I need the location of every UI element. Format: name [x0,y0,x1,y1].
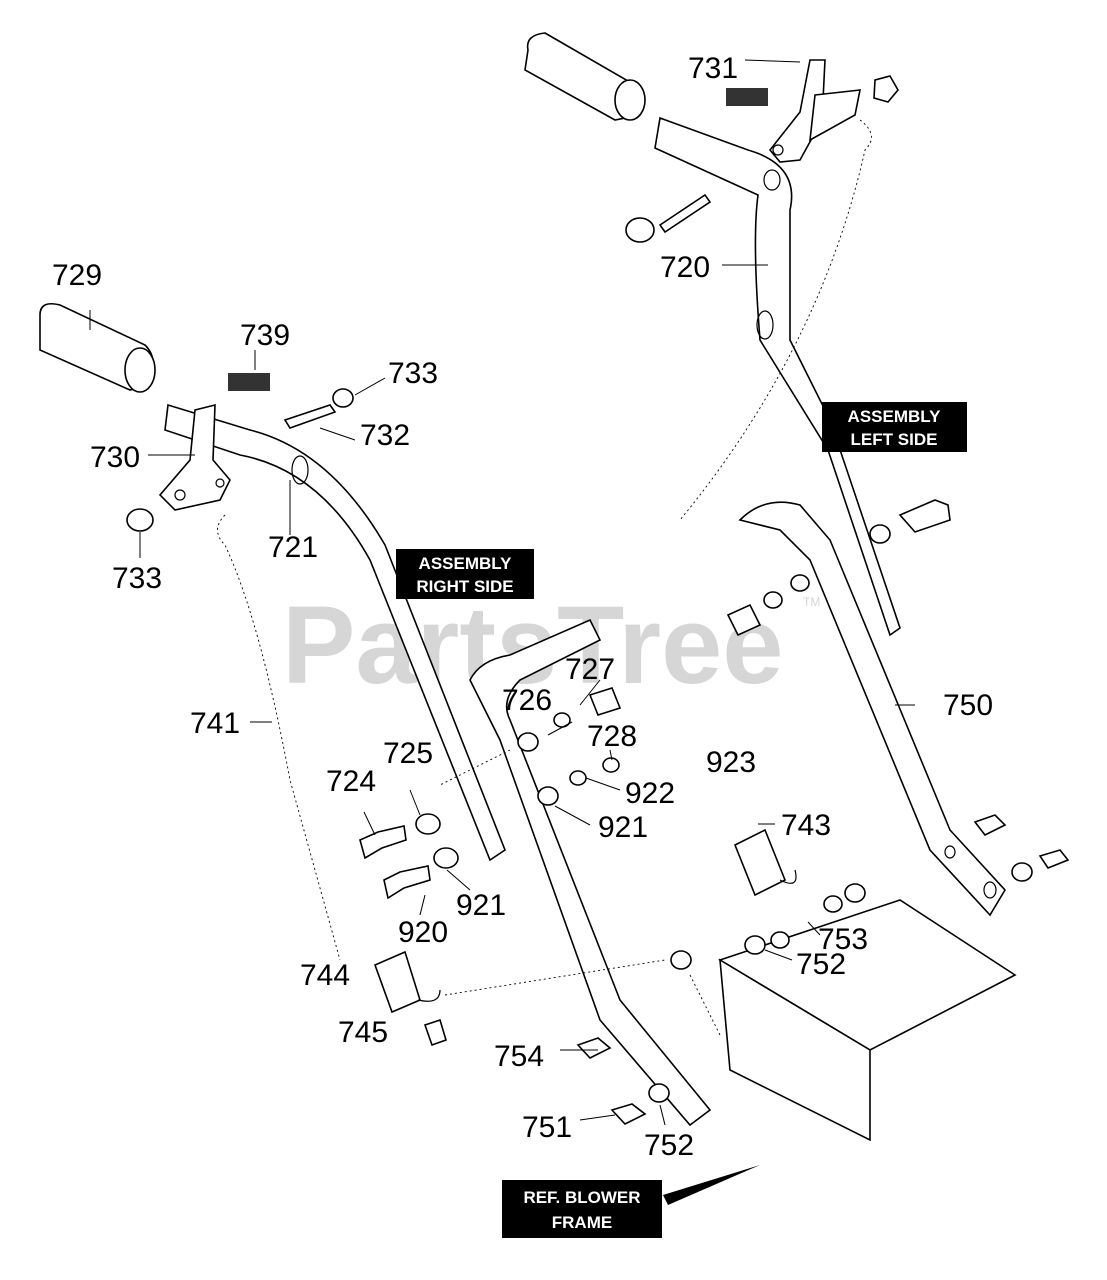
grip-729 [39,302,156,393]
svg-text:REF. BLOWER: REF. BLOWER [523,1188,640,1207]
callout-assembly-left-side: ASSEMBLY LEFT SIDE [822,402,967,452]
part-label-921-left: 921 [456,889,506,922]
svg-text:LEFT SIDE: LEFT SIDE [851,430,938,449]
bolt-733-top [625,75,899,243]
part-label-751: 751 [522,1111,572,1144]
part-label-732: 732 [360,419,410,452]
svg-text:RIGHT SIDE: RIGHT SIDE [416,577,513,596]
part-label-745: 745 [338,1016,388,1049]
part-label-744: 744 [300,959,350,992]
part-label-730: 730 [90,441,140,474]
spring-mid [726,603,762,637]
part-label-720: 720 [660,251,710,284]
lower-handle-750 [738,501,1006,917]
part-label-922: 922 [625,777,675,810]
part-label-741: 741 [190,707,240,740]
part-label-920: 920 [398,916,448,949]
decal-731 [726,88,768,106]
spring-743 [733,828,797,897]
part-label-752-right: 752 [796,948,846,981]
bracket-730 [158,403,231,511]
part-label-729: 729 [52,259,102,292]
decal-739 [228,373,270,391]
part-label-726: 726 [502,684,552,717]
part-label-921-right: 921 [598,811,648,844]
watermark-tm: TM [803,595,820,609]
part-label-754: 754 [494,1040,544,1073]
handle-left-side-720 [654,116,901,637]
part-label-743: 743 [781,809,831,842]
blower-frame-plate [718,899,1017,1142]
part-label-923: 923 [706,746,756,779]
bracket-731 [768,59,861,163]
leader-lines [89,59,915,1205]
part-label-721: 721 [268,531,318,564]
part-label-728: 728 [587,720,637,753]
callout-assembly-right-side: ASSEMBLY RIGHT SIDE [396,549,534,599]
spring-727 [588,687,622,716]
lower-handle-center [469,618,712,1127]
part-label-739: 739 [240,319,290,352]
bolts [359,499,1070,1125]
part-label-727: 727 [565,653,615,686]
part-label-750: 750 [943,689,993,722]
svg-text:ASSEMBLY: ASSEMBLY [419,554,513,573]
bolt-733-right [126,388,354,532]
handle-right-side-721 [164,403,506,862]
part-label-731: 731 [688,52,738,85]
washers [415,524,1033,1103]
svg-text:FRAME: FRAME [552,1213,612,1232]
grip-731-top [524,32,646,121]
part-label-733-bottom: 733 [112,562,162,595]
spring-744 [373,950,441,1014]
part-label-725: 725 [383,737,433,770]
part-label-753: 753 [818,923,868,956]
part-label-724: 724 [326,765,376,798]
svg-text:ASSEMBLY: ASSEMBLY [848,407,942,426]
part-label-733-top: 733 [388,357,438,390]
callout-ref-blower-frame: REF. BLOWER FRAME [502,1180,662,1238]
part-labels: 731 720 729 739 733 732 730 721 733 741 … [52,52,993,1162]
part-label-752-bottom: 752 [644,1129,694,1162]
